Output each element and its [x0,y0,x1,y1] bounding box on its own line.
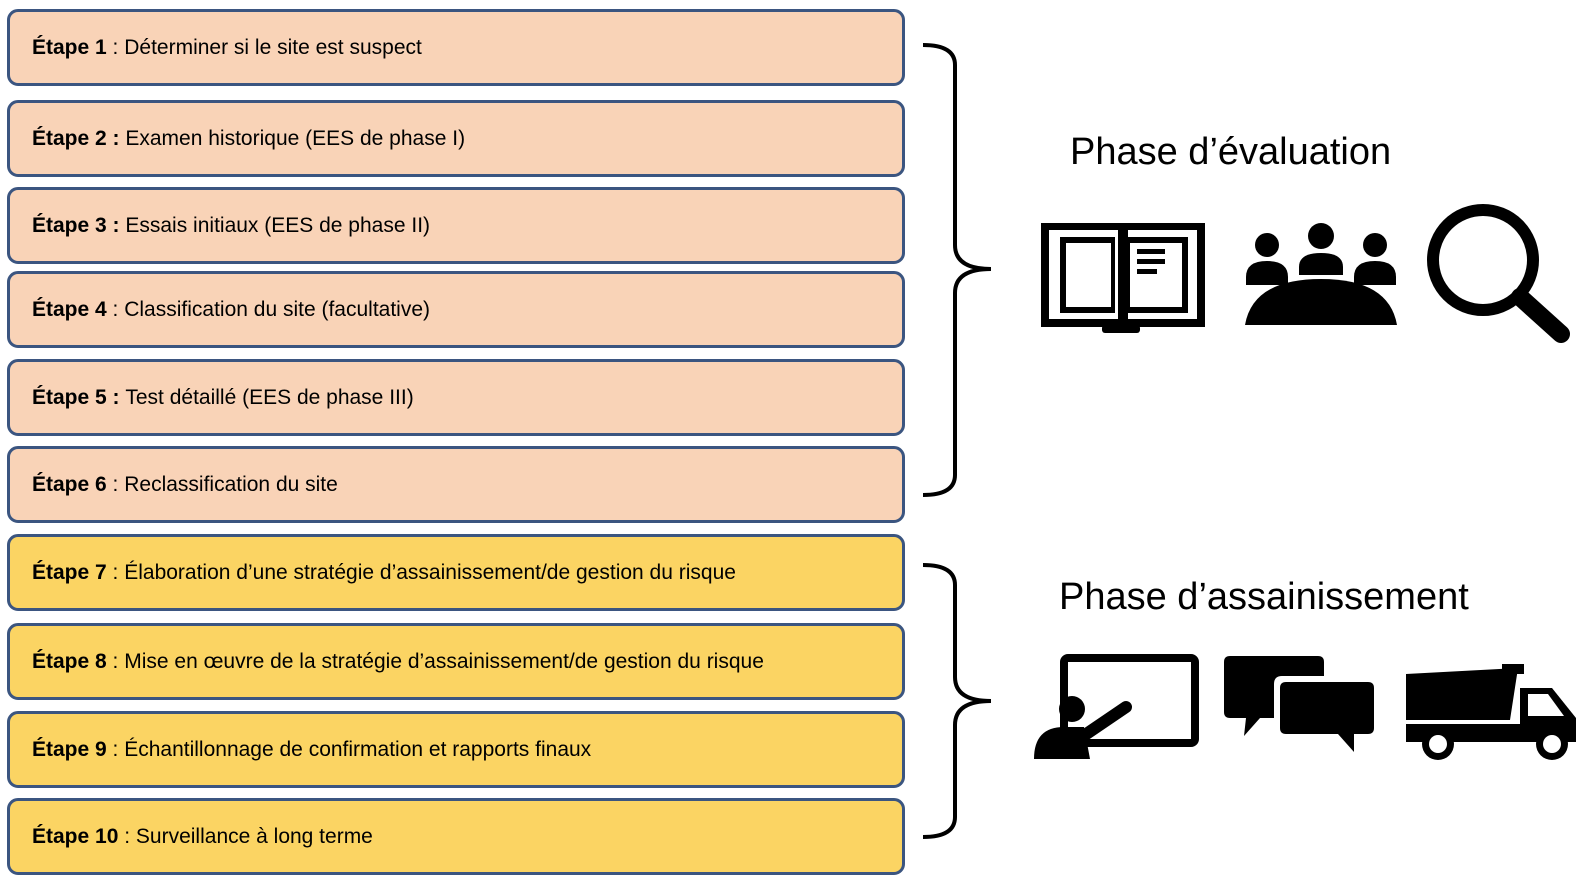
step-separator: : [118,824,136,848]
step-label: Étape 5 : [32,385,120,409]
step-label: Étape 10 [32,824,119,848]
step-label: Étape 3 : [32,213,120,237]
step-8-box: Étape 8 : Mise en œuvre de la stratégie … [7,623,905,700]
step-separator: : [106,472,125,496]
step-5-box: Étape 5 : Test détaillé (EES de phase II… [7,359,905,436]
step-label: Étape 6 [32,472,107,496]
step-separator: : [106,560,125,584]
step-separator: : [106,297,125,321]
book-icon [1041,223,1205,333]
step-separator: : [106,35,125,59]
step-text: Élaboration d’une stratégie d’assainisse… [124,560,736,584]
step-separator: : [106,649,125,673]
step-text: Déterminer si le site est suspect [124,35,422,59]
remediation-bracket [922,563,992,839]
step-2-box: Étape 2 : Examen historique (EES de phas… [7,100,905,177]
step-label: Étape 2 : [32,126,120,150]
meeting-icon [1245,223,1397,325]
chat-icon [1224,656,1378,756]
step-text: Essais initiaux (EES de phase II) [125,213,431,237]
step-4-box: Étape 4 : Classification du site (facult… [7,271,905,348]
step-text: Classification du site (facultative) [124,297,431,321]
step-3-box: Étape 3 : Essais initiaux (EES de phase … [7,187,905,264]
truck-icon [1406,664,1576,760]
step-label: Étape 8 [32,649,107,673]
step-1-box: Étape 1 : Déterminer si le site est susp… [7,9,905,86]
step-9-box: Étape 9 : Échantillonnage de confirmatio… [7,711,905,788]
step-label: Étape 1 [32,35,107,59]
step-10-box: Étape 10 : Surveillance à long terme [7,798,905,875]
step-7-box: Étape 7 : Élaboration d’une stratégie d’… [7,534,905,611]
remediation-phase-title: Phase d’assainissement [1059,576,1469,618]
presentation-icon [1034,654,1199,759]
magnifier-icon [1427,204,1570,343]
step-text: Surveillance à long terme [135,824,373,848]
evaluation-bracket [922,43,992,497]
step-text: Reclassification du site [124,472,338,496]
evaluation-phase-title: Phase d’évaluation [1070,131,1392,173]
step-6-box: Étape 6 : Reclassification du site [7,446,905,523]
step-text: Examen historique (EES de phase I) [125,126,466,150]
step-label: Étape 4 [32,297,107,321]
step-text: Test détaillé (EES de phase III) [125,385,414,409]
step-label: Étape 7 [32,560,107,584]
step-text: Échantillonnage de confirmation et rappo… [124,737,592,761]
step-text: Mise en œuvre de la stratégie d’assainis… [124,649,764,673]
step-separator: : [106,737,125,761]
step-label: Étape 9 [32,737,107,761]
